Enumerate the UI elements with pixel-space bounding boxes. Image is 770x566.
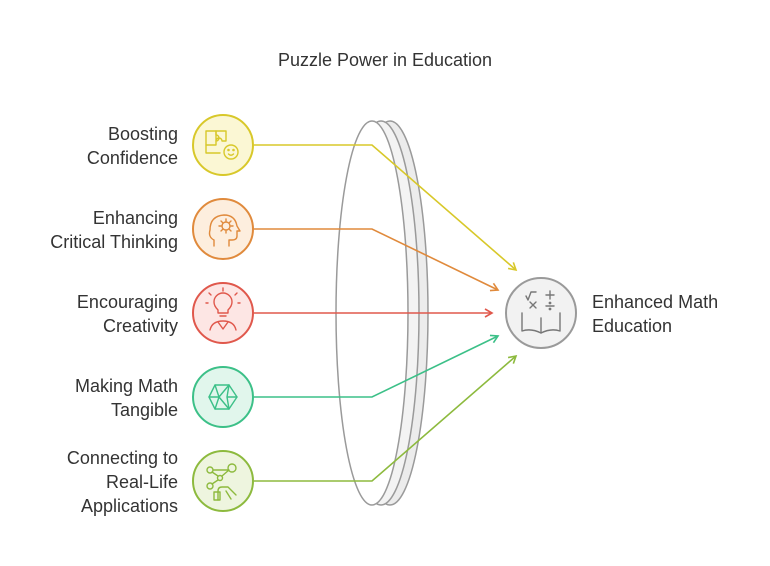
input-label-critical-thinking: Enhancing Critical Thinking bbox=[50, 208, 178, 252]
connector-critical-thinking bbox=[254, 228, 500, 292]
input-label-tangible: Making Math Tangible bbox=[74, 376, 178, 420]
puzzle-smile-icon bbox=[205, 130, 239, 160]
lightbulb-person-icon bbox=[205, 287, 241, 331]
node-real-life bbox=[192, 450, 254, 512]
input-label-real-life: Connecting to Real-Life Applications bbox=[66, 448, 178, 516]
input-label-creativity: Encouraging Creativity bbox=[76, 292, 178, 336]
input-label-confidence: Boosting Confidence bbox=[86, 124, 178, 168]
node-confidence bbox=[192, 114, 254, 176]
node-creativity bbox=[192, 282, 254, 344]
cube-icon bbox=[208, 384, 238, 410]
head-gear-icon bbox=[208, 214, 241, 247]
connector-real-life bbox=[254, 354, 518, 482]
node-tangible bbox=[192, 366, 254, 428]
network-hand-icon bbox=[206, 463, 237, 501]
node-outcome bbox=[505, 277, 577, 349]
diagram-title: Puzzle Power in Education bbox=[277, 50, 493, 70]
outcome-label: Enhanced Math Education bbox=[592, 292, 719, 336]
node-critical-thinking bbox=[192, 198, 254, 260]
math-book-icon bbox=[521, 290, 561, 334]
connector-tangible bbox=[254, 334, 500, 398]
connector-confidence bbox=[254, 144, 518, 272]
